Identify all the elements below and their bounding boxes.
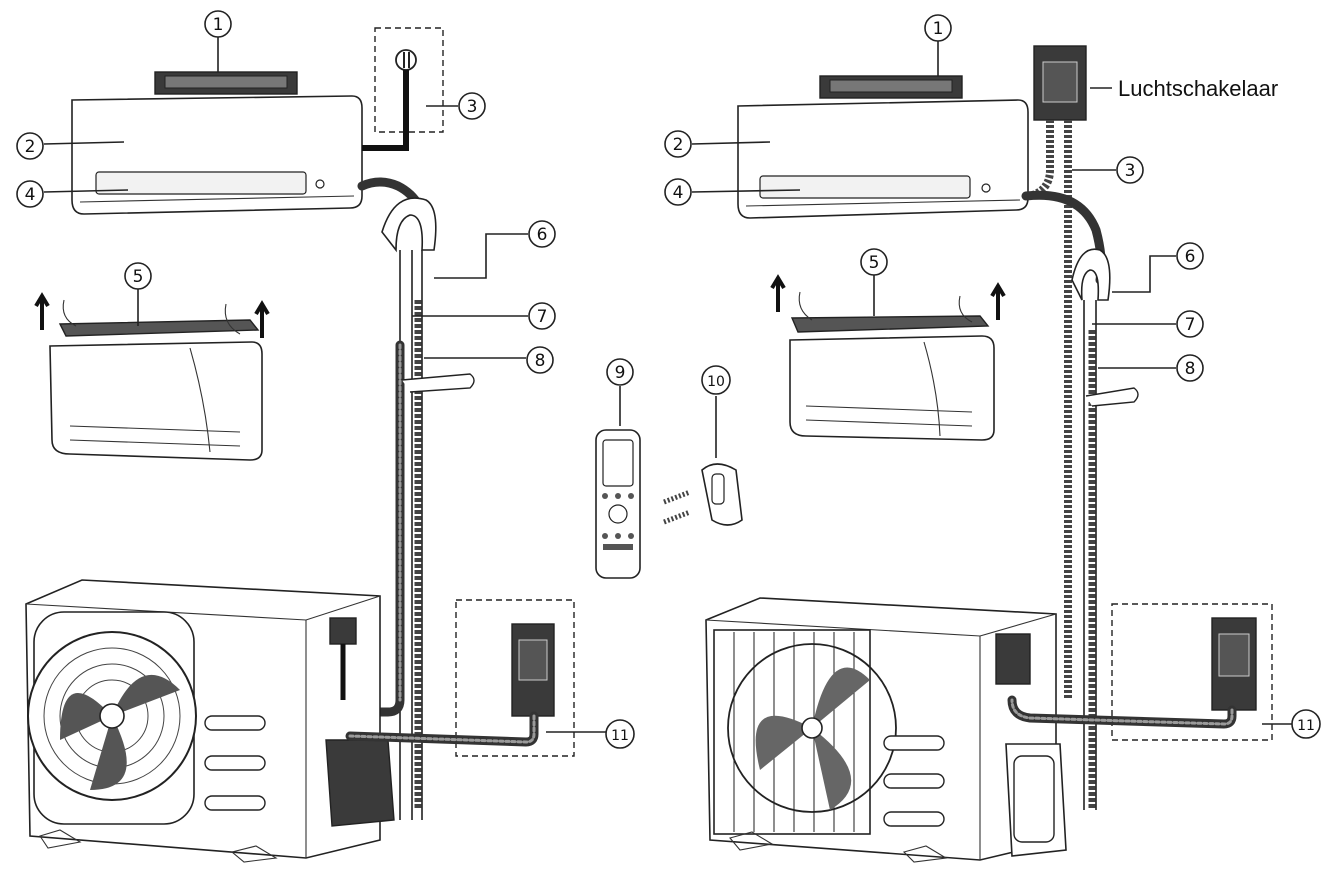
remote-holder (663, 463, 743, 526)
remote-control (595, 429, 641, 579)
callout-5-left: 5 (124, 262, 152, 290)
callout-label: 1 (933, 19, 944, 39)
right-assembly: 1 2 3 4 5 6 7 8 (664, 14, 1321, 863)
callout-2-right: 2 (664, 130, 692, 158)
outdoor-unit-right (705, 597, 1067, 863)
callout-label: 4 (25, 185, 36, 205)
callout-label: 6 (1185, 247, 1196, 267)
callout-label: 3 (467, 97, 478, 117)
pipe-bundle-right (1021, 190, 1139, 810)
callout-label: 8 (1185, 359, 1196, 379)
leader-lines-left (43, 36, 717, 733)
power-plug-left (362, 27, 444, 151)
air-switch-bottom-right (1007, 603, 1273, 741)
air-switch-label: Luchtschakelaar (1118, 76, 1278, 101)
callout-label: 7 (537, 307, 548, 327)
callout-8-right: 8 (1176, 354, 1204, 382)
callout-1-left: 1 (204, 10, 232, 38)
mounting-plate-left (154, 71, 298, 95)
callout-11-left: 11 (605, 719, 635, 749)
callout-7-left: 7 (528, 302, 556, 330)
air-switch-left (345, 599, 575, 757)
callout-3-left: 3 (458, 92, 486, 120)
indoor-unit-left (71, 95, 363, 215)
callout-11-right: 11 (1291, 709, 1321, 739)
callout-10: 10 (701, 365, 731, 395)
callout-4-right: 4 (664, 178, 692, 206)
callout-6-right: 6 (1176, 242, 1204, 270)
outdoor-unit-left (25, 579, 395, 863)
callout-7-right: 7 (1176, 310, 1204, 338)
callout-label: 2 (25, 137, 36, 157)
callout-label: 1 (213, 15, 224, 35)
callout-9: 9 (606, 358, 634, 386)
callout-label: 3 (1125, 161, 1136, 181)
callout-3-right: 3 (1116, 156, 1144, 184)
callout-4-left: 4 (16, 180, 44, 208)
callout-label: 10 (707, 374, 725, 390)
callout-label: 2 (673, 135, 684, 155)
mounting-plate-right (819, 75, 963, 99)
callout-1-right: 1 (924, 14, 952, 42)
callout-5-right: 5 (860, 248, 888, 276)
leader-lines-right (691, 40, 1292, 725)
front-panel-removal-right (770, 274, 1006, 441)
callout-label: 5 (869, 253, 880, 273)
left-assembly: 1 2 3 4 5 6 7 8 (16, 10, 743, 863)
pipe-bundle-left (347, 177, 475, 820)
indoor-unit-right (737, 99, 1029, 219)
callout-label: 8 (535, 351, 546, 371)
front-panel-removal-left (34, 292, 270, 461)
callout-label: 4 (673, 183, 684, 203)
callout-label: 9 (615, 363, 626, 383)
callout-2-left: 2 (16, 132, 44, 160)
callout-label: 11 (611, 728, 629, 744)
callout-label: 5 (133, 267, 144, 287)
callout-6-left: 6 (528, 220, 556, 248)
callout-8-left: 8 (526, 346, 554, 374)
air-switch-top-right (1028, 45, 1112, 700)
callout-label: 7 (1185, 315, 1196, 335)
callout-label: 6 (537, 225, 548, 245)
callout-label: 11 (1297, 718, 1315, 734)
